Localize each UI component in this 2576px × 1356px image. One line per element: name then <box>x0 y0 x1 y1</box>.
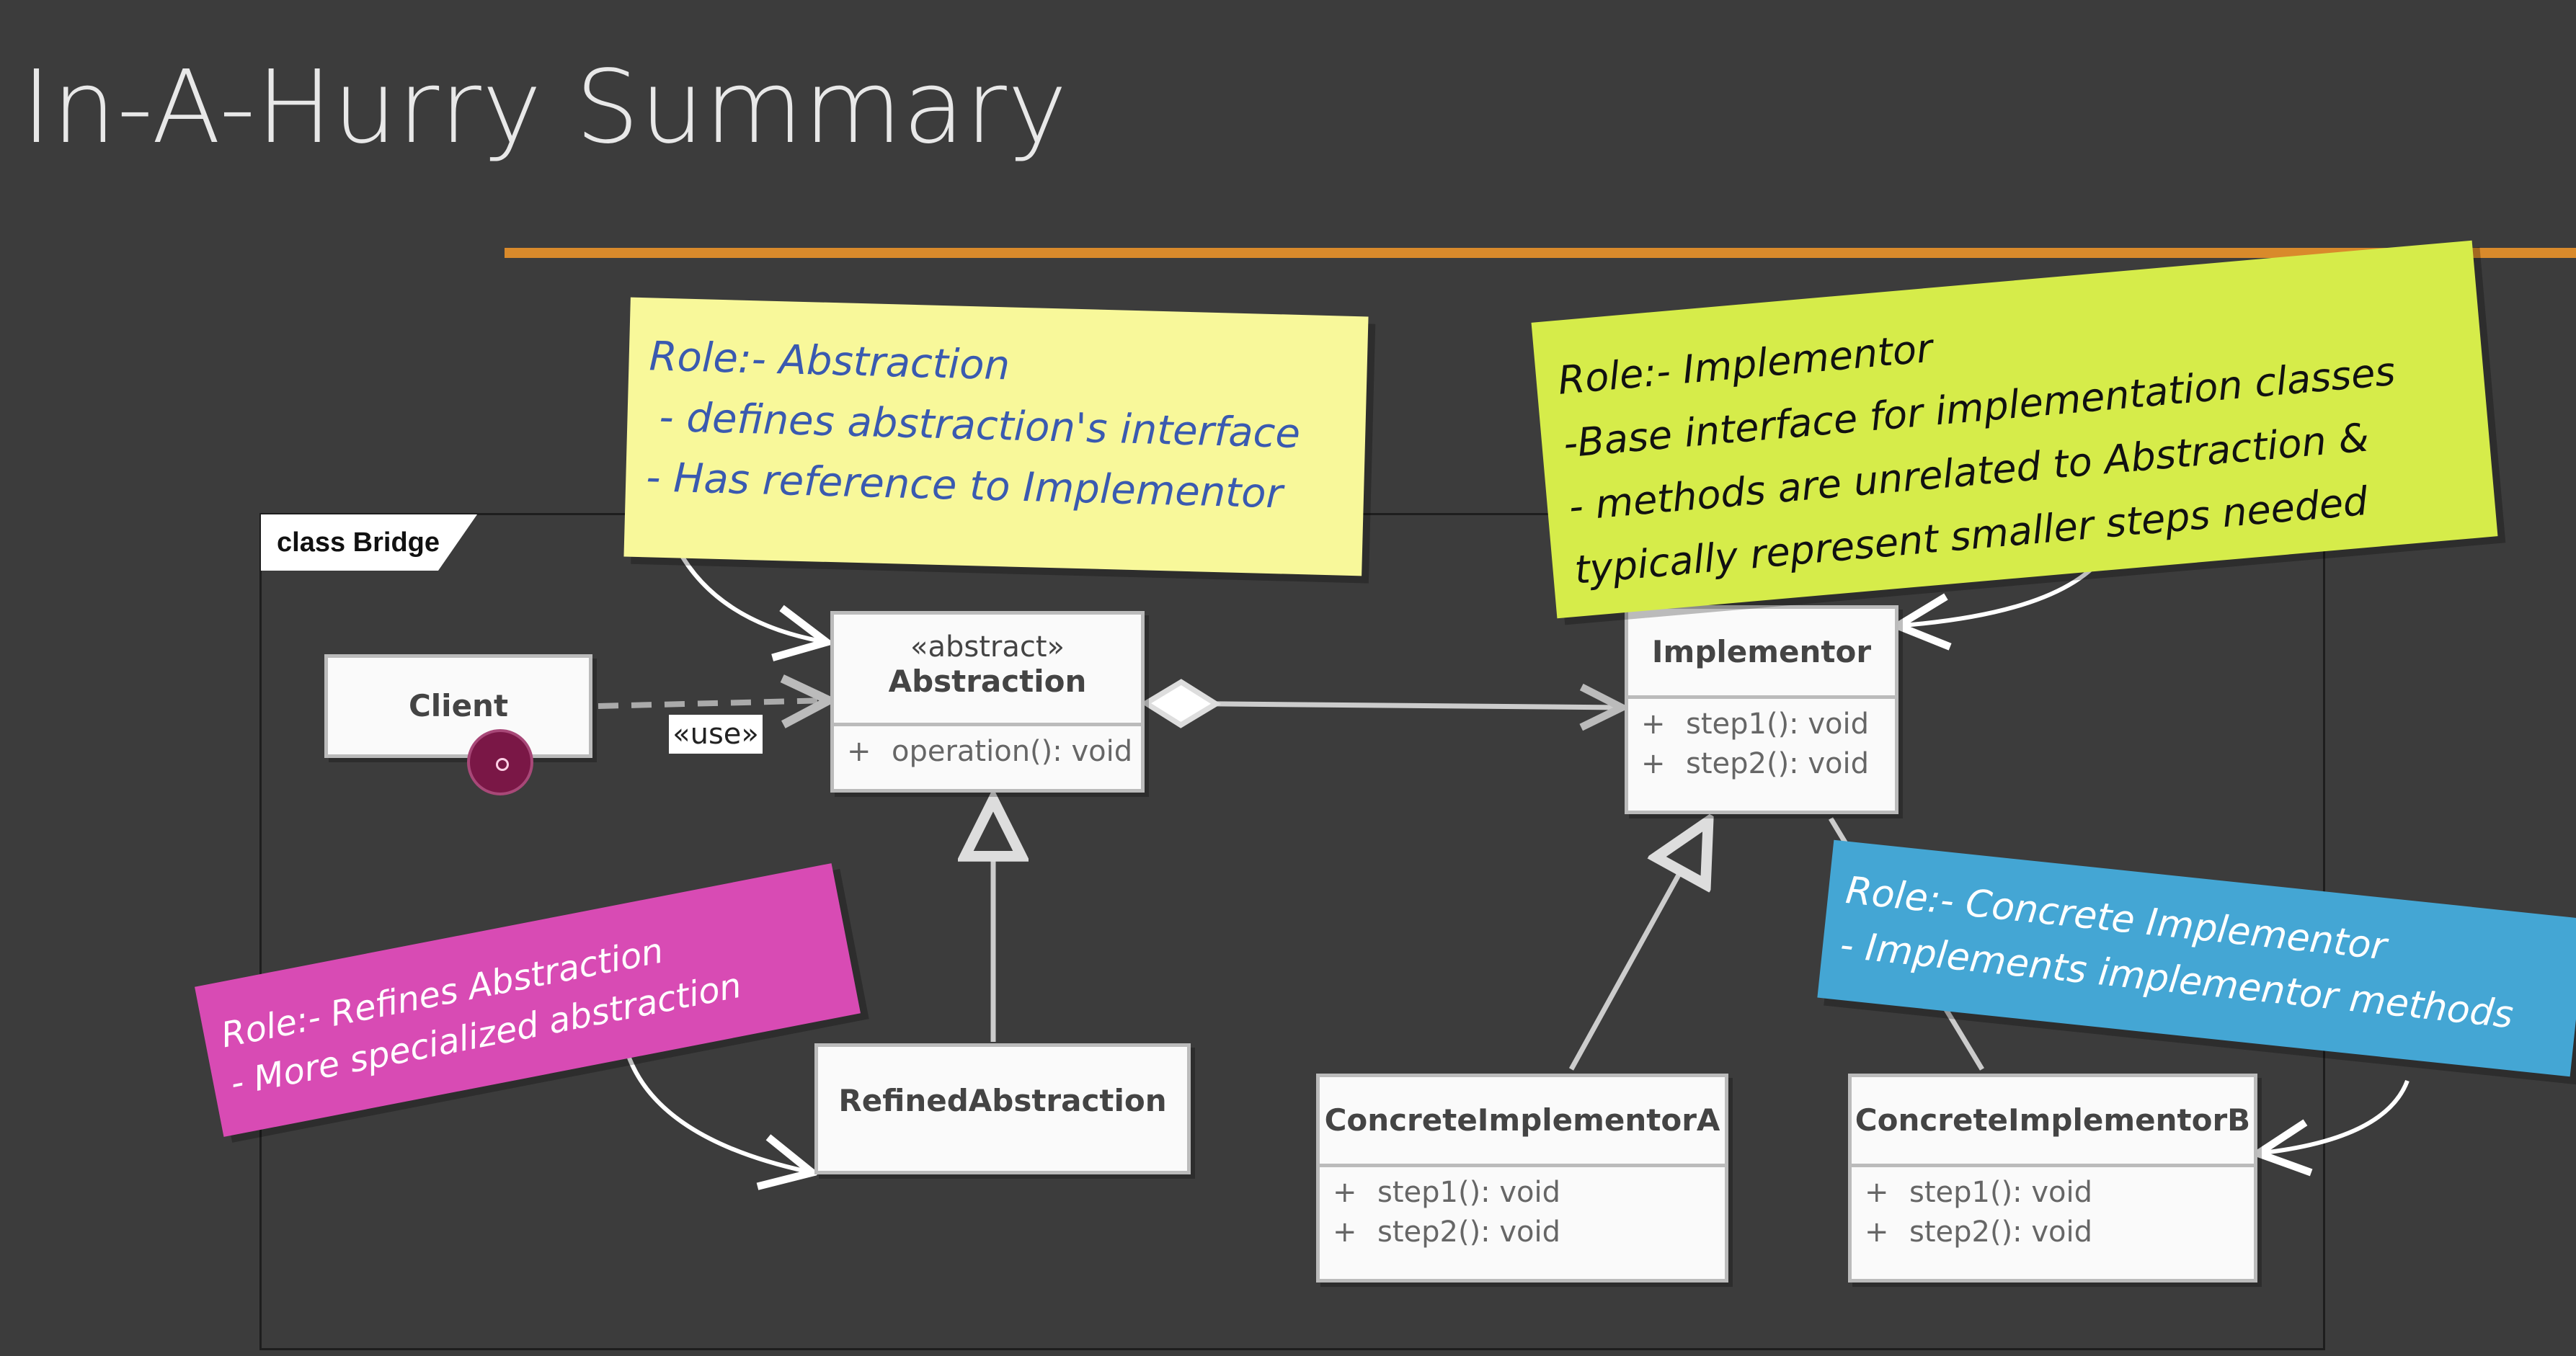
operation: step1(): void <box>1909 1176 2093 1209</box>
operation: step1(): void <box>1377 1176 1561 1209</box>
class-operations: + step1(): void + step2(): void <box>1628 695 1895 784</box>
visibility-marker: + <box>1641 708 1666 741</box>
class-operations: + operation(): void <box>834 723 1141 772</box>
visibility-marker: + <box>1333 1216 1357 1249</box>
operation: step2(): void <box>1686 747 1870 780</box>
concrete-implementor-a-class[interactable]: ConcreteImplementorA + step1(): void + ste… <box>1316 1074 1728 1283</box>
class-name: ConcreteImplementorB <box>1855 1102 2251 1138</box>
note-arrow-concrete <box>2263 1079 2410 1153</box>
class-name: ConcreteImplementorA <box>1324 1102 1720 1138</box>
class-header: «abstract» Abstraction <box>834 615 1141 723</box>
note-arrow-refined <box>625 1051 807 1172</box>
class-name: Abstraction <box>888 664 1087 699</box>
note-abstraction-role: Role:- Abstraction - defines abstraction… <box>623 297 1369 576</box>
mouse-cursor-indicator <box>467 729 533 795</box>
operation: step2(): void <box>1909 1216 2093 1249</box>
concrete-a-generalization <box>1568 821 1708 1071</box>
class-operations: + step1(): void + step2(): void <box>1852 1164 2254 1252</box>
accent-divider <box>505 248 2576 258</box>
visibility-marker: + <box>1333 1176 1357 1209</box>
visibility-marker: + <box>1865 1216 1889 1249</box>
class-stereotype: «abstract» <box>910 630 1065 664</box>
class-name: RefinedAbstraction <box>838 1083 1167 1118</box>
use-label: «use» <box>669 715 763 754</box>
visibility-marker: + <box>1641 747 1666 780</box>
client-class[interactable]: Client <box>324 654 592 758</box>
operation: operation(): void <box>892 735 1133 768</box>
frame-label: class Bridge <box>261 514 477 571</box>
operation: step2(): void <box>1377 1216 1561 1249</box>
abstraction-class[interactable]: «abstract» Abstraction + operation(): voi… <box>830 611 1145 793</box>
slide-title: In-A-Hurry Summary <box>22 49 1068 166</box>
class-operations: + step1(): void + step2(): void <box>1320 1164 1725 1252</box>
implementor-class[interactable]: Implementor + step1(): void + step2(): voi… <box>1625 605 1898 814</box>
visibility-marker: + <box>847 735 871 768</box>
refined-abstraction-class[interactable]: RefinedAbstraction <box>814 1043 1191 1174</box>
class-name: Client <box>408 688 509 723</box>
class-name: Implementor <box>1651 634 1872 669</box>
use-dependency <box>598 700 829 706</box>
aggregation-link <box>1146 703 1622 708</box>
operation: step1(): void <box>1686 708 1870 741</box>
concrete-implementor-b-class[interactable]: ConcreteImplementorB + step1(): void + ste… <box>1848 1074 2257 1283</box>
visibility-marker: + <box>1865 1176 1889 1209</box>
